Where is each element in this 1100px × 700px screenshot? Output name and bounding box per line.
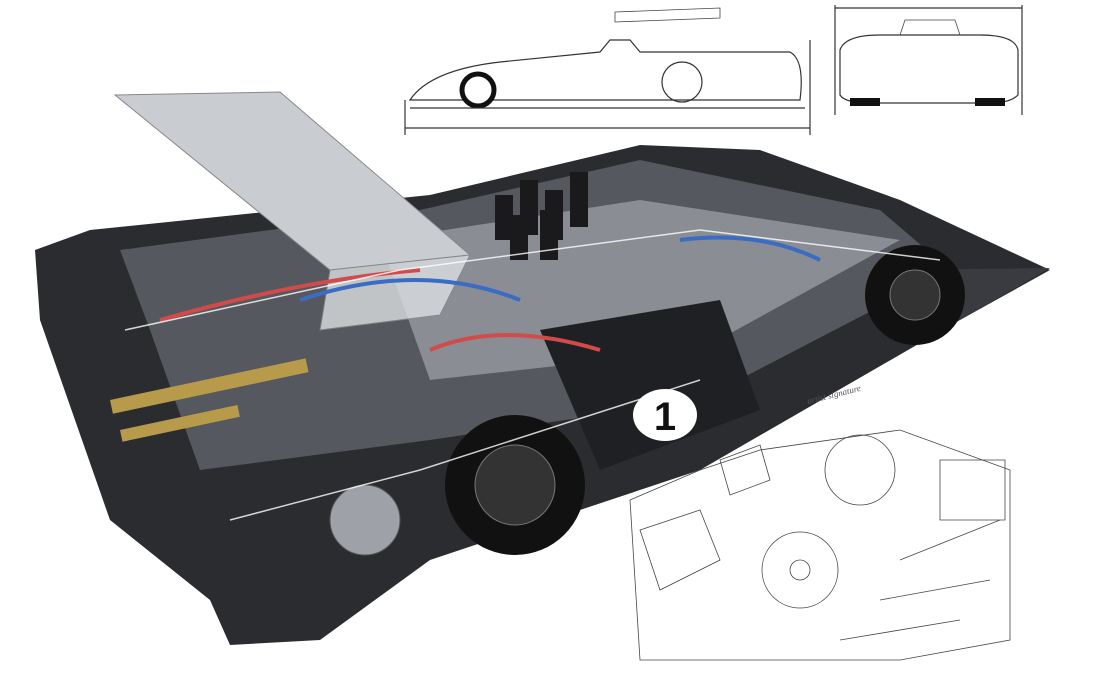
front-view-drawing [834, 5, 1023, 115]
front-wheel-icon [459, 71, 497, 109]
fan-icon [329, 484, 401, 556]
rear-wheel [445, 415, 585, 555]
car-number-roundel: 1 [633, 389, 697, 441]
side-view-drawing [404, 7, 811, 135]
cockpit-sketch [629, 429, 1011, 661]
car-number: 1 [654, 395, 676, 439]
right-front-wheel [865, 245, 965, 345]
engine-intake-stacks [495, 172, 588, 260]
